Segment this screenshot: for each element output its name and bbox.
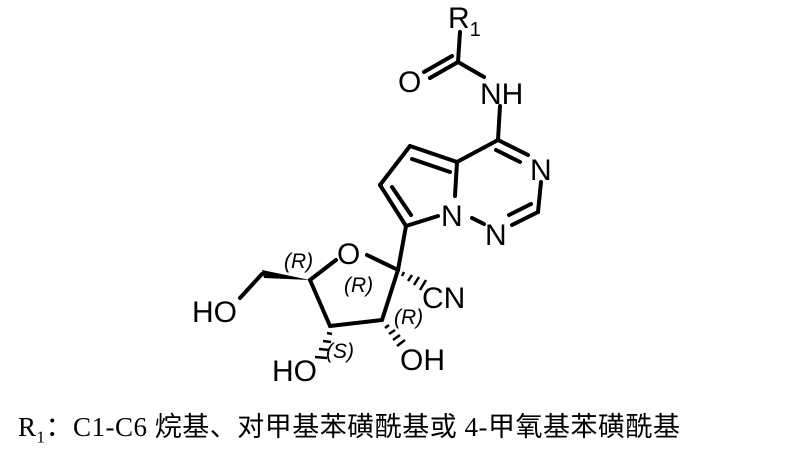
- bond-c2-n1: [510, 210, 540, 227]
- stereo-c3: (S): [326, 340, 354, 363]
- bond-r1-carbonyl: [456, 30, 462, 64]
- bond-n3-c2: [536, 180, 543, 214]
- bond-c4-c4a: [455, 138, 500, 164]
- stereo-c2: (R): [394, 306, 423, 329]
- stereo-c4: (R): [284, 250, 313, 273]
- bond-carbonyl-n: [456, 60, 486, 79]
- bond-c2-n1-double: [507, 202, 533, 217]
- hash-c2-oh: [384, 324, 406, 347]
- chemical-structure: R1 O NH N N N O CN HO HO OH (R) (R) (R) …: [192, 2, 552, 388]
- bond-o-c4: [308, 258, 338, 282]
- bond-c7-n8: [404, 214, 440, 228]
- bond-nh-c4: [496, 104, 502, 142]
- carbonyl-oxygen: O: [398, 66, 421, 99]
- bond-c4-n3: [496, 138, 530, 157]
- bond-c4a-c5: [408, 144, 459, 164]
- amide-nh: NH: [480, 78, 523, 111]
- bond-ch2-oh: [238, 272, 264, 300]
- bond-c4-c3: [308, 278, 332, 328]
- hash-c3-oh: [314, 331, 333, 360]
- bond-c4a-n8: [453, 160, 459, 198]
- bond-n1-n8: [470, 216, 486, 226]
- bond-c6-c7: [378, 183, 408, 228]
- caption-separator: ：: [45, 412, 74, 442]
- bond-c4a-c5-double: [410, 157, 452, 174]
- stereo-c1: (R): [344, 274, 373, 297]
- c2-hydroxyl: OH: [400, 344, 445, 377]
- triazine-n8: N: [441, 200, 463, 233]
- triazine-n3: N: [530, 154, 552, 187]
- bond-carbonyl-o-1: [428, 60, 460, 80]
- bond-c3-c2: [328, 318, 384, 328]
- bond-c2-c1: [380, 268, 400, 322]
- bond-carbonyl-o-2: [422, 54, 454, 74]
- bond-c1-o: [365, 253, 400, 272]
- r1-label: R1: [448, 2, 481, 41]
- caption-text: C1-C6 烷基、对甲基苯磺酰基或 4-甲氧基苯磺酰基: [73, 412, 681, 442]
- hydroxymethyl-oh: HO: [192, 296, 237, 329]
- r1-definition-caption: R1：C1-C6 烷基、对甲基苯磺酰基或 4-甲氧基苯磺酰基: [18, 405, 798, 447]
- bond-c5-c6: [378, 144, 412, 187]
- triazine-n1: N: [485, 219, 507, 252]
- bond-c4-n3-double: [494, 148, 522, 164]
- cyano-group: CN: [422, 282, 465, 315]
- wedge-c4-ch2: [262, 270, 310, 280]
- bond-c6-c7-double: [390, 185, 413, 217]
- hash-c1-cn: [400, 271, 428, 291]
- c3-hydroxyl: HO: [272, 355, 317, 388]
- ring-oxygen: O: [337, 238, 360, 271]
- bond-c7-c1prime: [396, 224, 408, 272]
- caption-r1-label: R1: [18, 412, 46, 447]
